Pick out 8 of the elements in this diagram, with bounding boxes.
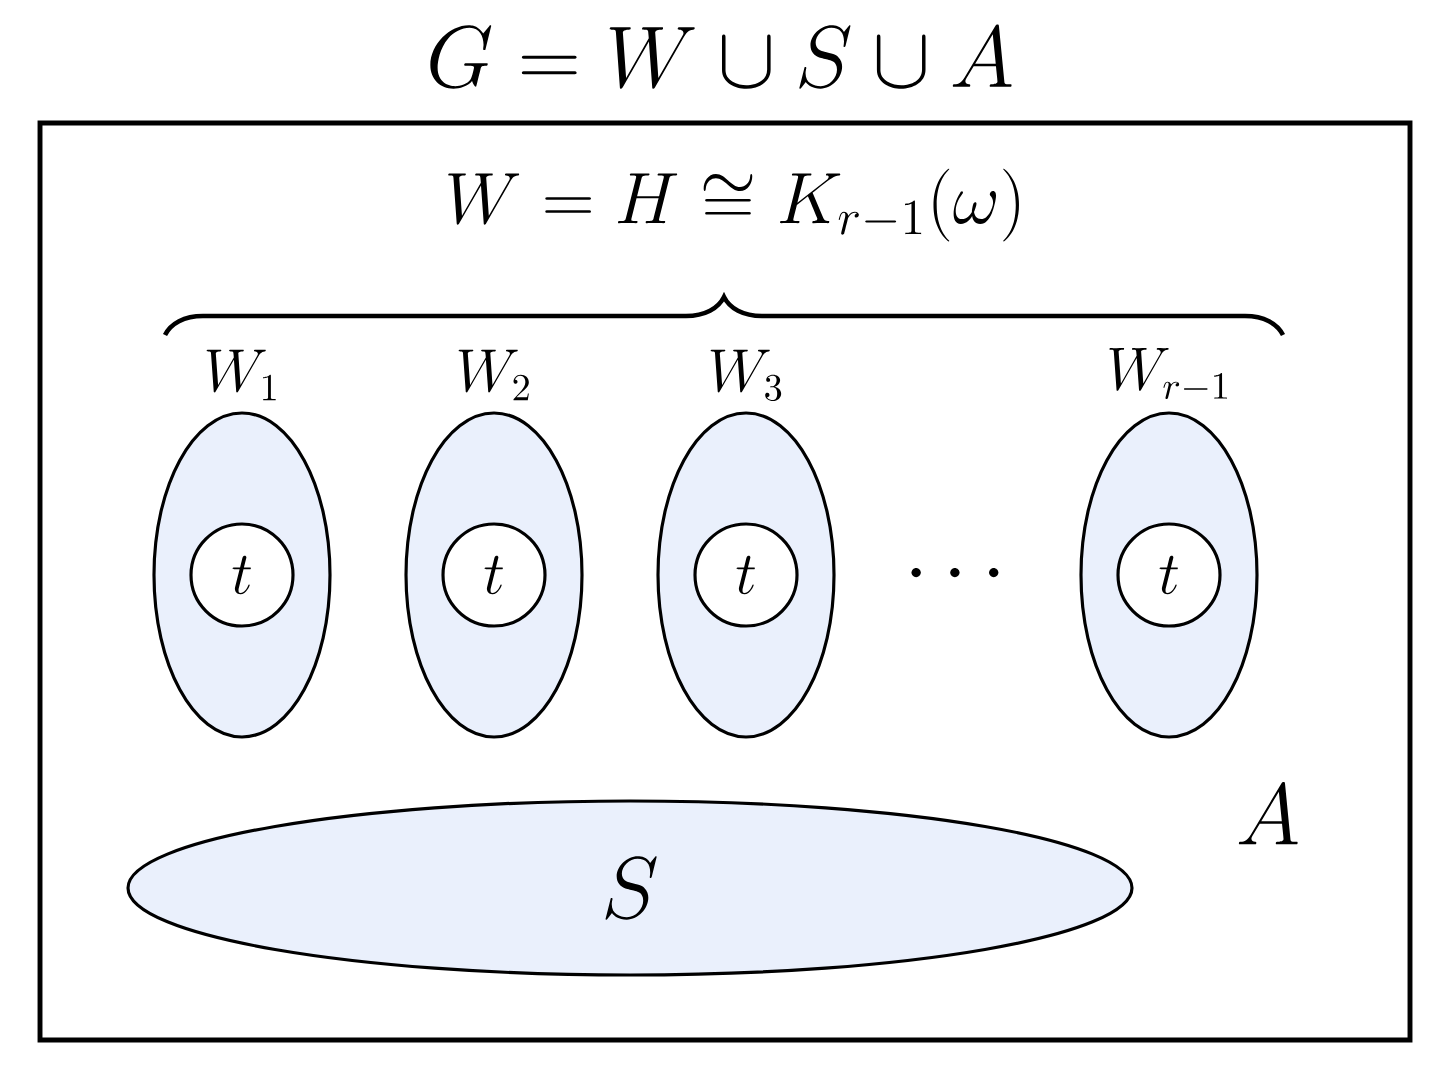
set-label: $W_2$ <box>458 349 529 401</box>
formula-label: $\cdots$ <box>911 567 999 578</box>
title: $G = W \cup S \cup A$ <box>430 24 1012 89</box>
set-label: $W_{r-1}$ <box>1109 348 1227 400</box>
formula-label: $W = H \cong K_{r-1}(\omega)$ <box>448 168 1019 242</box>
set-label: $W_3$ <box>710 349 782 402</box>
set-label: $A$ <box>1238 781 1298 845</box>
set-label: $W_1$ <box>206 349 276 401</box>
